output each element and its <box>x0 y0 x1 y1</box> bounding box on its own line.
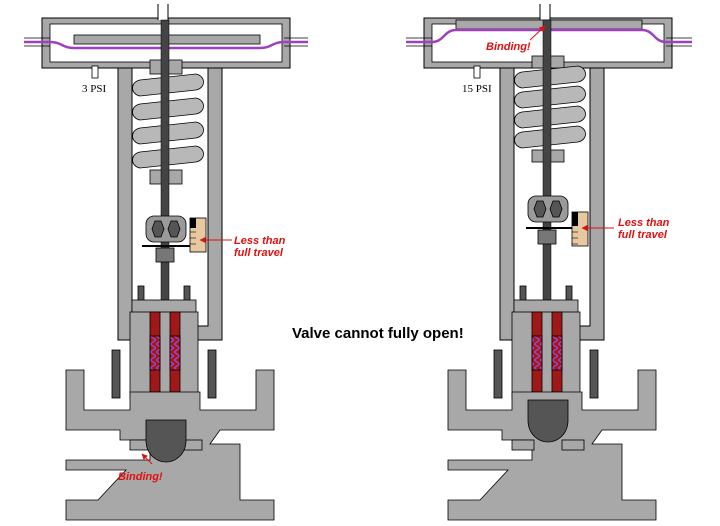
left-binding-label: Binding! <box>118 471 163 483</box>
right-travel-scale-icon <box>571 211 589 247</box>
left-binding-arrow <box>141 453 153 465</box>
right-travel-note-line1: Less than <box>618 217 670 229</box>
left-travel-scale-icon <box>189 217 207 253</box>
right-travel-note-line2: full travel <box>618 229 668 241</box>
right-binding-arrow <box>529 25 546 41</box>
left-stem-connector-icon <box>142 215 196 263</box>
left-travel-note-line1: Less than <box>234 235 286 247</box>
left-pressure-label: 3 PSI <box>82 83 106 95</box>
right-binding-label: Binding! <box>486 41 531 53</box>
right-valve: 15 PSI Less than full travel <box>406 4 692 521</box>
headline: Valve cannot fully open! <box>292 325 464 342</box>
left-travel-note-line2: full travel <box>234 247 284 259</box>
right-stem-connector-icon <box>526 195 574 245</box>
right-bonnet <box>493 285 599 399</box>
left-valve: 3 PSI Less than full <box>24 4 308 521</box>
left-valve-plug <box>145 419 187 463</box>
right-valve-body <box>447 369 657 521</box>
right-pressure-label: 15 PSI <box>462 83 492 95</box>
left-bonnet <box>111 285 217 399</box>
right-valve-plug <box>527 399 569 443</box>
